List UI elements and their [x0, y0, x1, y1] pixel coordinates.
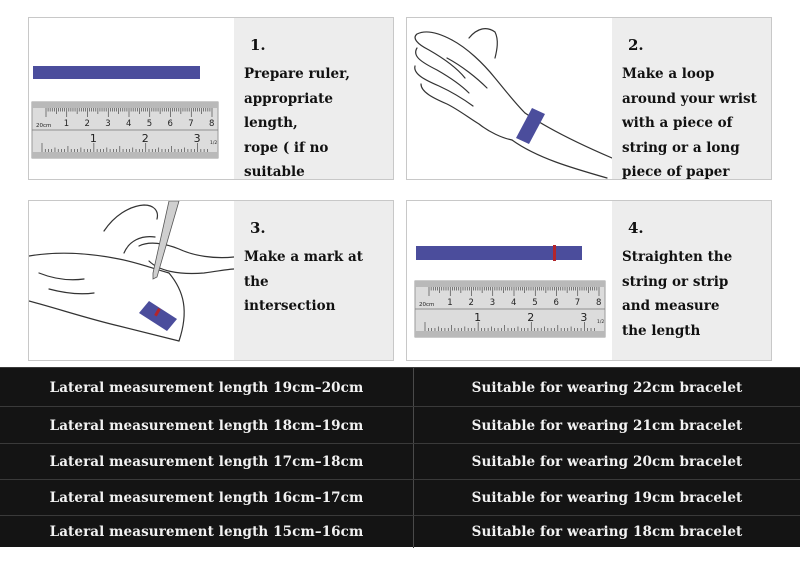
- step-number: 2.: [628, 36, 644, 54]
- ruler-cm-number: 3: [105, 119, 110, 129]
- ruler-cm-number: 3: [490, 298, 495, 308]
- ruler-cm-number: 7: [575, 298, 580, 308]
- size-row: Lateral measurement length 15cm–16cm Sui…: [0, 515, 800, 548]
- ruler-cm-number: 6: [554, 298, 559, 308]
- step-4-text-area: 4. Straighten the string or strip and me…: [612, 201, 771, 360]
- step-description: Straighten the string or strip and measu…: [622, 249, 733, 339]
- measurement-cell: Lateral measurement length 16cm–17cm: [0, 480, 414, 516]
- ruler-cm-number: 6: [168, 119, 173, 129]
- ruler-cm-number: 8: [596, 298, 601, 308]
- ruler-cm-number: 7: [188, 119, 193, 129]
- step-3-illustration: [29, 201, 235, 360]
- measurement-cell: Lateral measurement length 19cm–20cm: [0, 368, 414, 407]
- ruler-inch-number: 2: [142, 132, 149, 145]
- ruler-inch-number: 1: [90, 132, 97, 145]
- ruler-inch-end-label: 1/2: [210, 140, 217, 146]
- ruler-cm-number: 2: [469, 298, 474, 308]
- size-row: Lateral measurement length 17cm–18cm Sui…: [0, 443, 800, 480]
- ruler-inch-number: 1: [474, 311, 481, 324]
- step-description: Make a loop around your wrist with a pie…: [622, 66, 757, 180]
- step-1-text-area: 1. Prepare ruler, appropriate length, ro…: [234, 18, 393, 179]
- ruler-cm-number: 8: [209, 119, 214, 129]
- suitable-cell: Suitable for wearing 19cm bracelet: [471, 490, 743, 506]
- step-number: 4.: [628, 219, 644, 237]
- size-row: Lateral measurement length 19cm–20cm Sui…: [0, 367, 800, 407]
- ruler-cm-number: 5: [532, 298, 537, 308]
- ruler-cm-label: 20cm: [36, 123, 51, 129]
- ruler-inch-number: 3: [194, 132, 201, 145]
- suitable-cell: Suitable for wearing 20cm bracelet: [471, 454, 743, 470]
- ruler-inch-end-label: 1/2: [597, 319, 604, 325]
- size-row: Lateral measurement length 18cm–19cm Sui…: [0, 406, 800, 444]
- ruler-cm-number: 4: [126, 119, 131, 129]
- ruler-inch-number: 2: [527, 311, 534, 324]
- ruler-cm-label: 20cm: [419, 302, 434, 308]
- step-2-text-area: 2. Make a loop around your wrist with a …: [612, 18, 771, 179]
- suitable-cell: Suitable for wearing 22cm bracelet: [471, 379, 743, 396]
- step-3-text-area: 3. Make a mark at the intersection: [234, 201, 393, 360]
- measurement-cell: Lateral measurement length 17cm–18cm: [0, 444, 414, 480]
- size-row: Lateral measurement length 16cm–17cm Sui…: [0, 479, 800, 516]
- step-description: Make a mark at the intersection: [244, 249, 363, 314]
- step-3-panel: 3. Make a mark at the intersection: [28, 200, 394, 361]
- measuring-strip: [416, 246, 582, 260]
- step-number: 3.: [250, 219, 266, 237]
- measuring-strip: [33, 66, 200, 79]
- step-2-panel: 2. Make a loop around your wrist with a …: [406, 17, 772, 180]
- measurement-cell: Lateral measurement length 15cm–16cm: [0, 516, 414, 548]
- ruler-cm-number: 5: [147, 119, 152, 129]
- suitable-cell: Suitable for wearing 21cm bracelet: [471, 417, 743, 434]
- ruler-inch-number: 3: [580, 311, 587, 324]
- step-description: Prepare ruler, appropriate length, rope …: [244, 66, 350, 180]
- ruler-cm-number: 1: [64, 119, 69, 129]
- measurement-cell: Lateral measurement length 18cm–19cm: [0, 407, 414, 444]
- mark-wrist-illustration: [29, 201, 235, 342]
- size-table: Lateral measurement length 19cm–20cm Sui…: [0, 367, 800, 548]
- wrist-loop-illustration: [414, 28, 613, 179]
- suitable-cell: Suitable for wearing 18cm bracelet: [471, 524, 743, 540]
- step-number: 1.: [250, 36, 266, 54]
- ruler-cm-number: 4: [511, 298, 516, 308]
- intersection-mark: [553, 245, 556, 261]
- ruler-cm-number: 2: [85, 119, 90, 129]
- ruler-cm-number: 1: [447, 298, 452, 308]
- step-2-illustration: [407, 18, 613, 179]
